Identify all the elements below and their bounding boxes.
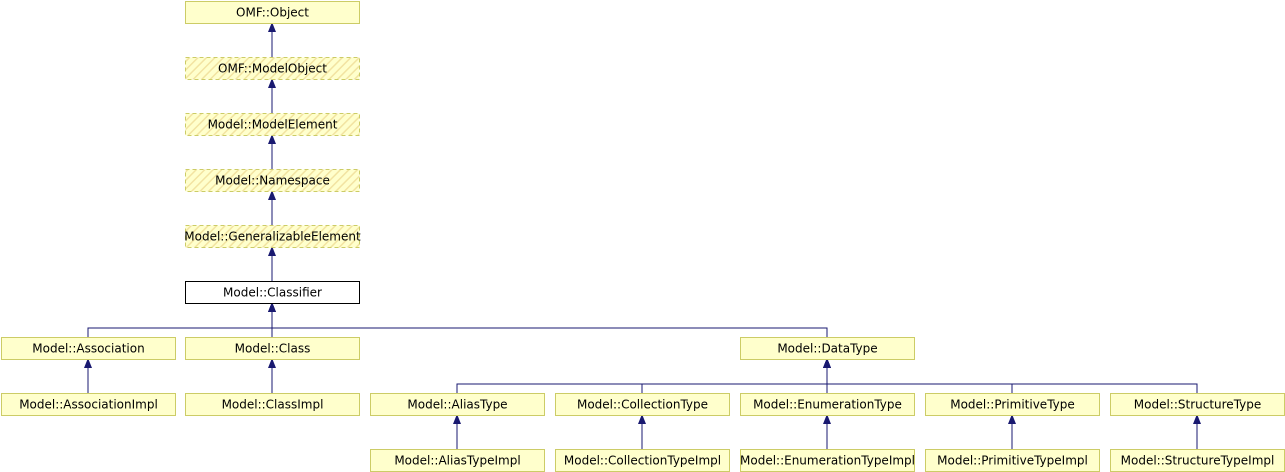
node-label-model-primitivetypeimpl: Model::PrimitiveTypeImpl (937, 454, 1088, 468)
node-box-model-collectiontype (555, 393, 730, 416)
node-model-namespace[interactable]: Model::Namespace (185, 169, 360, 192)
node-omf-object[interactable]: OMF::Object (185, 1, 360, 24)
node-label-model-aliastypeimpl: Model::AliasTypeImpl (394, 454, 520, 468)
node-label-model-classimpl: Model::ClassImpl (222, 398, 324, 412)
edges-layer (84, 22, 1201, 449)
node-model-structuretype[interactable]: Model::StructureType (1110, 393, 1285, 416)
node-model-collectiontype[interactable]: Model::CollectionType (555, 393, 730, 416)
node-box-omf-object (185, 1, 360, 24)
node-box-model-generalizableelement (185, 225, 360, 248)
node-label-omf-modelobject: OMF::ModelObject (218, 62, 327, 76)
node-label-model-modelelement: Model::ModelElement (208, 118, 338, 132)
node-label-model-structuretype: Model::StructureType (1134, 398, 1262, 412)
edge-model-association-to-model-classifier (87, 302, 276, 337)
node-box-model-enumerationtype (740, 393, 915, 416)
node-model-collectiontypeimpl[interactable]: Model::CollectionTypeImpl (555, 449, 730, 472)
node-model-classimpl[interactable]: Model::ClassImpl (185, 393, 360, 416)
node-model-association[interactable]: Model::Association (1, 337, 176, 360)
node-label-model-structuretypeimpl: Model::StructureTypeImpl (1121, 454, 1275, 468)
node-label-model-classifier: Model::Classifier (223, 286, 322, 300)
node-label-model-class: Model::Class (235, 342, 311, 356)
node-model-datatype[interactable]: Model::DataType (740, 337, 915, 360)
node-label-omf-object: OMF::Object (236, 6, 309, 20)
edge-model-datatype-to-model-classifier (268, 302, 828, 337)
node-model-classifier: Model::Classifier (185, 281, 360, 304)
node-box-model-modelelement (185, 113, 360, 136)
node-label-model-primitivetype: Model::PrimitiveType (950, 398, 1075, 412)
node-model-structuretypeimpl[interactable]: Model::StructureTypeImpl (1110, 449, 1285, 472)
node-model-class[interactable]: Model::Class (185, 337, 360, 360)
node-label-model-datatype: Model::DataType (777, 342, 877, 356)
node-label-model-generalizableelement: Model::GeneralizableElement (184, 230, 361, 244)
node-label-model-collectiontype: Model::CollectionType (577, 398, 708, 412)
node-model-enumerationtype[interactable]: Model::EnumerationType (740, 393, 915, 416)
node-box-model-classifier (185, 281, 360, 304)
node-box-model-aliastype (370, 393, 545, 416)
edge-model-structuretype-to-model-datatype (823, 358, 1198, 393)
edge-model-collectiontype-to-model-datatype (641, 358, 831, 393)
node-label-model-collectiontypeimpl: Model::CollectionTypeImpl (564, 454, 721, 468)
node-model-aliastype[interactable]: Model::AliasType (370, 393, 545, 416)
node-label-model-namespace: Model::Namespace (215, 174, 330, 188)
node-omf-modelobject[interactable]: OMF::ModelObject (185, 57, 360, 80)
node-model-aliastypeimpl[interactable]: Model::AliasTypeImpl (370, 449, 545, 472)
node-box-model-associationimpl (1, 393, 176, 416)
node-label-model-aliastype: Model::AliasType (407, 398, 507, 412)
node-box-model-association (1, 337, 176, 360)
node-box-omf-modelobject (185, 57, 360, 80)
node-label-model-association: Model::Association (32, 342, 144, 356)
node-model-primitivetypeimpl[interactable]: Model::PrimitiveTypeImpl (925, 449, 1100, 472)
node-box-model-primitivetype (925, 393, 1100, 416)
node-box-model-class (185, 337, 360, 360)
node-box-model-datatype (740, 337, 915, 360)
node-label-model-enumerationtypeimpl: Model::EnumerationTypeImpl (740, 454, 915, 468)
node-model-associationimpl[interactable]: Model::AssociationImpl (1, 393, 176, 416)
node-model-enumerationtypeimpl[interactable]: Model::EnumerationTypeImpl (740, 449, 915, 472)
node-label-model-associationimpl: Model::AssociationImpl (19, 398, 158, 412)
node-box-model-namespace (185, 169, 360, 192)
node-model-generalizableelement[interactable]: Model::GeneralizableElement (184, 225, 361, 248)
node-label-model-enumerationtype: Model::EnumerationType (753, 398, 902, 412)
node-box-model-classimpl (185, 393, 360, 416)
node-model-modelelement[interactable]: Model::ModelElement (185, 113, 360, 136)
node-model-primitivetype[interactable]: Model::PrimitiveType (925, 393, 1100, 416)
edge-model-primitivetype-to-model-datatype (823, 358, 1013, 393)
